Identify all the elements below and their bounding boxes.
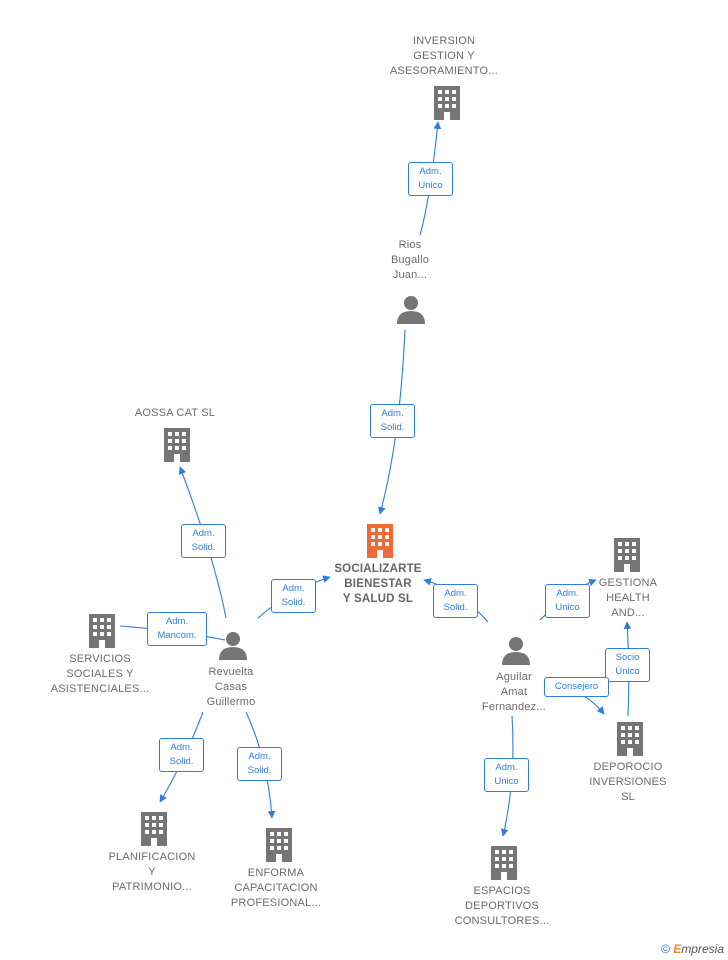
company-label-deporocio[interactable]: DEPOROCIO INVERSIONES SL	[589, 761, 667, 803]
relation-label-deporocio-gestiona: Socio Único	[605, 648, 650, 682]
relation-label-rios-inversion: Adm. Unico	[408, 162, 453, 196]
copyright-icon: ©	[661, 942, 670, 956]
company-label-servicios[interactable]: SERVICIOS SOCIALES Y ASISTENCIALES...	[50, 653, 150, 695]
company-aossa-building-icon[interactable]	[164, 428, 190, 462]
company-label-planificacion[interactable]: PLANIFICACION Y PATRIMONIO...	[108, 851, 196, 893]
company-servicios-building-icon[interactable]	[89, 614, 115, 648]
company-enforma-building-icon[interactable]	[266, 828, 292, 862]
person-label-revuelta[interactable]: Revuelta Casas Guillermo	[206, 666, 256, 708]
company-label-gestiona[interactable]: GESTIONA HEALTH AND...	[598, 577, 658, 619]
center-building-icon[interactable]	[367, 524, 393, 558]
relation-label-revuelta-enforma: Adm. Solid.	[237, 747, 282, 781]
brand-name: mpresia	[681, 942, 724, 956]
company-label-espacios[interactable]: ESPACIOS DEPORTIVOS CONSULTORES...	[454, 885, 550, 927]
relation-label-revuelta-aossa: Adm. Solid.	[181, 524, 226, 558]
person-label-aguilar[interactable]: Aguilar Amat Fernandez...	[481, 671, 547, 713]
person-label-rios[interactable]: Rios Bugallo Juan...	[390, 239, 430, 281]
company-label-enforma[interactable]: ENFORMA CAPACITACION PROFESIONAL...	[230, 867, 322, 909]
company-gestiona-building-icon[interactable]	[614, 538, 640, 572]
relation-label-rios-center: Adm. Solid.	[370, 404, 415, 438]
relation-label-aguilar-gestiona: Adm. Unico	[545, 584, 590, 618]
relation-label-aguilar-center: Adm. Solid.	[433, 584, 478, 618]
company-planificacion-building-icon[interactable]	[141, 812, 167, 846]
person-rios-icon[interactable]	[397, 296, 425, 324]
relation-label-revuelta-planificacion: Adm. Solid.	[159, 738, 204, 772]
footer-brand: © Empresia	[661, 942, 724, 956]
company-label-inversion[interactable]: INVERSION GESTION Y ASESORAMIENTO...	[389, 35, 499, 77]
relation-label-aguilar-espacios: Adm. Unico	[484, 758, 529, 792]
person-aguilar-icon[interactable]	[502, 637, 530, 665]
company-label-aossa[interactable]: AOSSA CAT SL	[134, 407, 216, 419]
company-inversion-building-icon[interactable]	[434, 86, 460, 120]
center-company-label[interactable]: SOCIALIZARTE BIENESTAR Y SALUD SL	[334, 563, 422, 605]
relation-label-aguilar-deporocio: Consejero	[544, 677, 609, 697]
company-deporocio-building-icon[interactable]	[617, 722, 643, 756]
relation-label-revuelta-center: Adm. Solid.	[271, 579, 316, 613]
company-espacios-building-icon[interactable]	[491, 846, 517, 880]
relation-label-revuelta-servicios: Adm. Mancom.	[147, 612, 207, 646]
brand-initial: E	[673, 942, 682, 956]
person-revuelta-icon[interactable]	[219, 632, 247, 660]
